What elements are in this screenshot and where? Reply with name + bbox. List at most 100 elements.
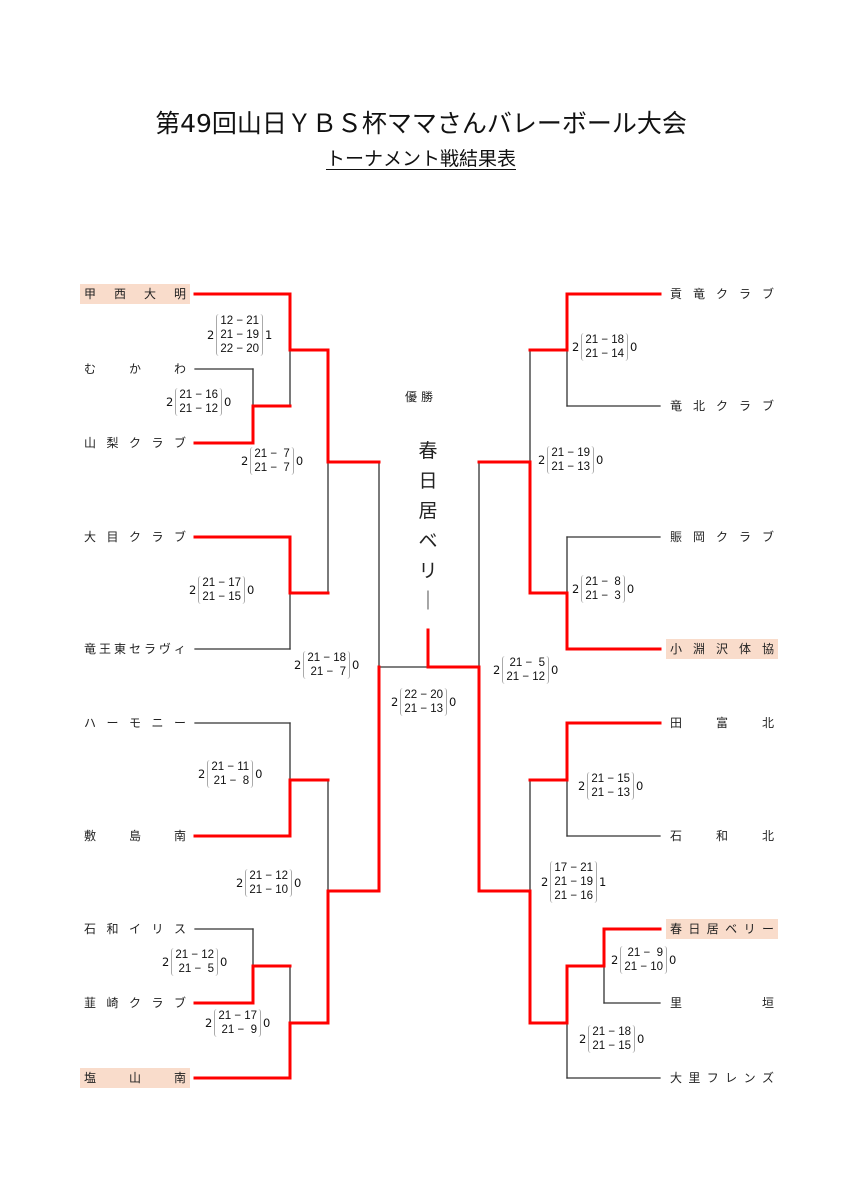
left-team-8: 韮崎クラブ [80,993,190,1013]
winner-sets: 2 [572,340,580,354]
loser-sets: 0 [551,663,559,677]
team-name-char: 小 [670,642,683,656]
team-name-char: 田 [670,716,683,730]
team-name-char: 貢 [670,287,683,301]
winner-sets: 2 [207,328,215,342]
team-name-char: 協 [761,642,774,656]
team-name-char: 体 [738,642,751,656]
match-score: 2 21 − 12 21 − 5 0 [162,948,227,976]
team-name-char: か [128,362,141,376]
team-name-char: 竜 [692,287,705,301]
set-score: 21 − 3 [585,590,621,602]
set-score: 21 − 8 [585,576,621,588]
team-name-char: ラ [738,399,751,413]
set-scores: 21 − 11 21 − 8 [207,760,254,788]
set-score: 12 − 21 [220,315,260,327]
set-scores: 21 − 8 21 − 3 [581,575,625,603]
loser-sets: 0 [295,454,304,468]
team-name-char: 北 [692,399,705,413]
loser-sets: 0 [247,583,255,597]
team-name-char: 韮 [84,996,97,1010]
left-team-7: 石和イリス [80,919,190,939]
left-team-3: 大目クラブ [80,527,190,547]
loser-sets: 0 [220,955,228,969]
right-team-8: 大里フレンズ [666,1068,778,1088]
champion-name: 春日居ベリ｜ [416,436,440,616]
set-score: 21 − 16 [179,389,219,401]
loser-sets: 0 [630,340,638,354]
team-name-char: 日 [688,922,701,936]
team-name-char: 里 [670,996,683,1010]
team-name-char: モ [128,716,141,730]
set-score: 21 − 12 [175,949,215,961]
set-score: 21 − 5 [509,657,546,669]
team-name-char: ク [715,530,728,544]
winner-sets: 2 [166,395,174,409]
team-name-char: ブ [173,996,186,1010]
winner-sets: 2 [391,695,399,709]
team-name-char: 塩 [84,1071,97,1085]
set-score: 22 − 20 [220,343,260,355]
loser-sets: 0 [449,695,457,709]
team-name-char: ベ [725,922,738,936]
team-name-char: 垣 [761,996,774,1010]
team-name-char: 甲 [84,287,97,301]
loser-sets: 0 [263,1016,271,1030]
team-name-char: 石 [670,829,683,843]
loser-sets: 0 [596,453,604,467]
set-score: 21 − 8 [213,775,250,787]
team-name-char: ク [128,530,141,544]
champion-char: 居 [418,500,438,522]
set-score: 21 − 11 [211,761,250,773]
winner-sets: 2 [538,453,546,467]
champion-char: リ [418,560,438,582]
champion-char: 日 [418,470,438,492]
set-score: 21 − 5 [178,963,215,975]
team-name-char: 東 [113,642,126,656]
team-name-char: セ [128,642,141,656]
right-team-2: 賑岡クラブ [666,527,778,547]
team-name-char: 石 [84,922,97,936]
team-name-char: 富 [715,716,728,730]
team-name-char: 王 [98,642,111,656]
team-name-char: 里 [688,1071,701,1085]
left-team-4: 竜王東セラヴィ [80,639,190,659]
set-score: 17 − 21 [554,862,594,874]
team-name-char: ー [173,716,186,730]
team-name-char: ラ [151,996,164,1010]
team-name-char: ブ [761,530,774,544]
winner-sets: 2 [162,955,170,969]
team-name-char: フ [706,1071,719,1085]
left-team-9: 塩山南 [80,1068,190,1088]
team-name-char: ラ [738,530,751,544]
team-name-char: 南 [173,1071,186,1085]
team-name-char: 崎 [106,996,119,1010]
team-name-char: ィ [173,642,186,656]
team-name-char: 春 [670,922,683,936]
set-score: 21 − 13 [591,787,631,799]
team-name-char: 北 [761,829,774,843]
page-subtitle: トーナメント戦結果表 [0,144,842,171]
team-name-char: 竜 [670,399,683,413]
page-title: 第49回山日ＹＢＳ杯ママさんバレーボール大会 [155,109,687,138]
winner-sets: 2 [572,582,580,596]
team-name-char: リ [151,922,164,936]
loser-sets: 0 [637,1032,645,1046]
team-name-char: 敷 [84,829,97,843]
team-name-char: 大 [84,530,97,544]
